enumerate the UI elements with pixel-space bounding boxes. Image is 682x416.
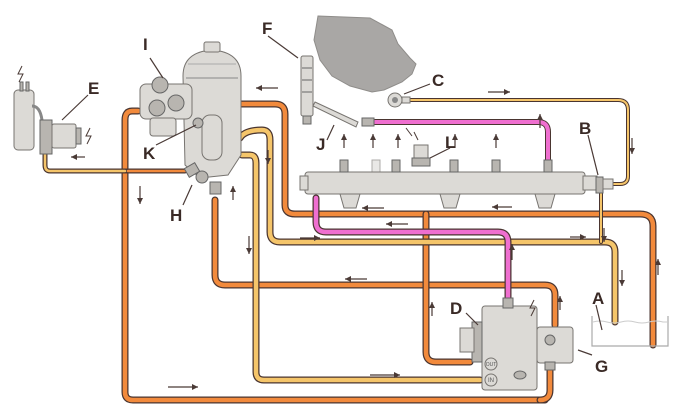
flow-arrow-icon [168,384,198,390]
label-g: G [595,357,608,376]
filter-drain [183,161,222,195]
flow-arrow-icon [71,154,85,160]
flow-arrow-icon [655,259,661,275]
supply-line-to-pump-in [238,151,484,384]
label-d: D [450,299,462,318]
fuel-filter-assembly [182,41,242,179]
flow-arrow-icon [362,205,384,211]
pressure-limiting-valve [595,176,614,194]
pump-port-in: IN [488,378,494,384]
flow-arrows [71,85,661,390]
high-pressure-line-pump-to-rail [312,194,512,304]
flow-arrow-icon [370,372,400,378]
return-line-pump-loop [422,210,474,366]
return-line-outer-loop [121,107,549,404]
fuel-rail [299,159,598,209]
flow-arrow-icon [537,114,543,128]
cylinder-head-return-line [408,98,630,186]
filter-heater [192,117,204,129]
return-line-filter-to-tank [193,100,657,349]
return-line-gear-pump [506,281,559,404]
engine-cylinder-head [313,15,417,93]
flow-arrow-icon [256,85,278,91]
label-b: B [579,119,591,138]
flow-arrow-icon [429,302,435,316]
flow-arrow-icon [488,89,510,95]
label-c: C [432,71,444,90]
label-j: J [316,135,325,154]
flow-arrow-icon [265,150,271,164]
injector [300,55,314,125]
flow-arrow-icon [493,134,499,148]
gear-pump [536,326,574,371]
rail-pressure-sensor [411,144,431,167]
flow-arrow-icon [509,244,515,260]
leader-lines [61,35,603,356]
flow-arrow-icon [345,276,367,282]
flow-arrow-icon [341,134,347,148]
flow-arrow-icon [452,134,458,148]
flow-arrow-icon [601,228,607,242]
flow-arrow-icon [557,296,563,310]
high-pressure-line-rail-to-injector [372,119,551,166]
electrical-connection-icon [17,65,536,317]
label-l: L [445,133,455,152]
flow-arrow-icon [395,134,401,148]
label-h: H [170,206,182,225]
pump-port-out: OUT [486,362,497,368]
high-pressure-pump: OUT IN [459,297,538,391]
return-line-to-heater [42,149,188,174]
flow-arrow-icon [370,134,376,148]
flow-arrow-icon [629,138,635,154]
flow-arrow-icon [570,234,586,240]
flow-arrow-icon [246,236,252,254]
label-e: E [88,79,99,98]
label-k: K [143,144,156,163]
supply-line-from-tank [236,126,619,326]
label-f: F [262,19,272,38]
fuel-heater-valve [13,81,82,155]
flow-arrow-icon [386,221,408,227]
fuel-tank [591,316,669,347]
primer-pump [139,76,193,137]
return-line-filter-bottom [211,196,514,289]
label-a: A [592,289,604,308]
cylinder-head-fitting [387,92,411,108]
flow-arrow-icon [619,270,625,286]
flow-arrow-icon [492,204,512,210]
flow-arrow-icon [300,235,320,241]
flow-arrow-icon [137,186,143,204]
high-pressure-connector [312,101,375,128]
label-i: I [143,35,148,54]
flow-arrow-icon [230,186,236,200]
